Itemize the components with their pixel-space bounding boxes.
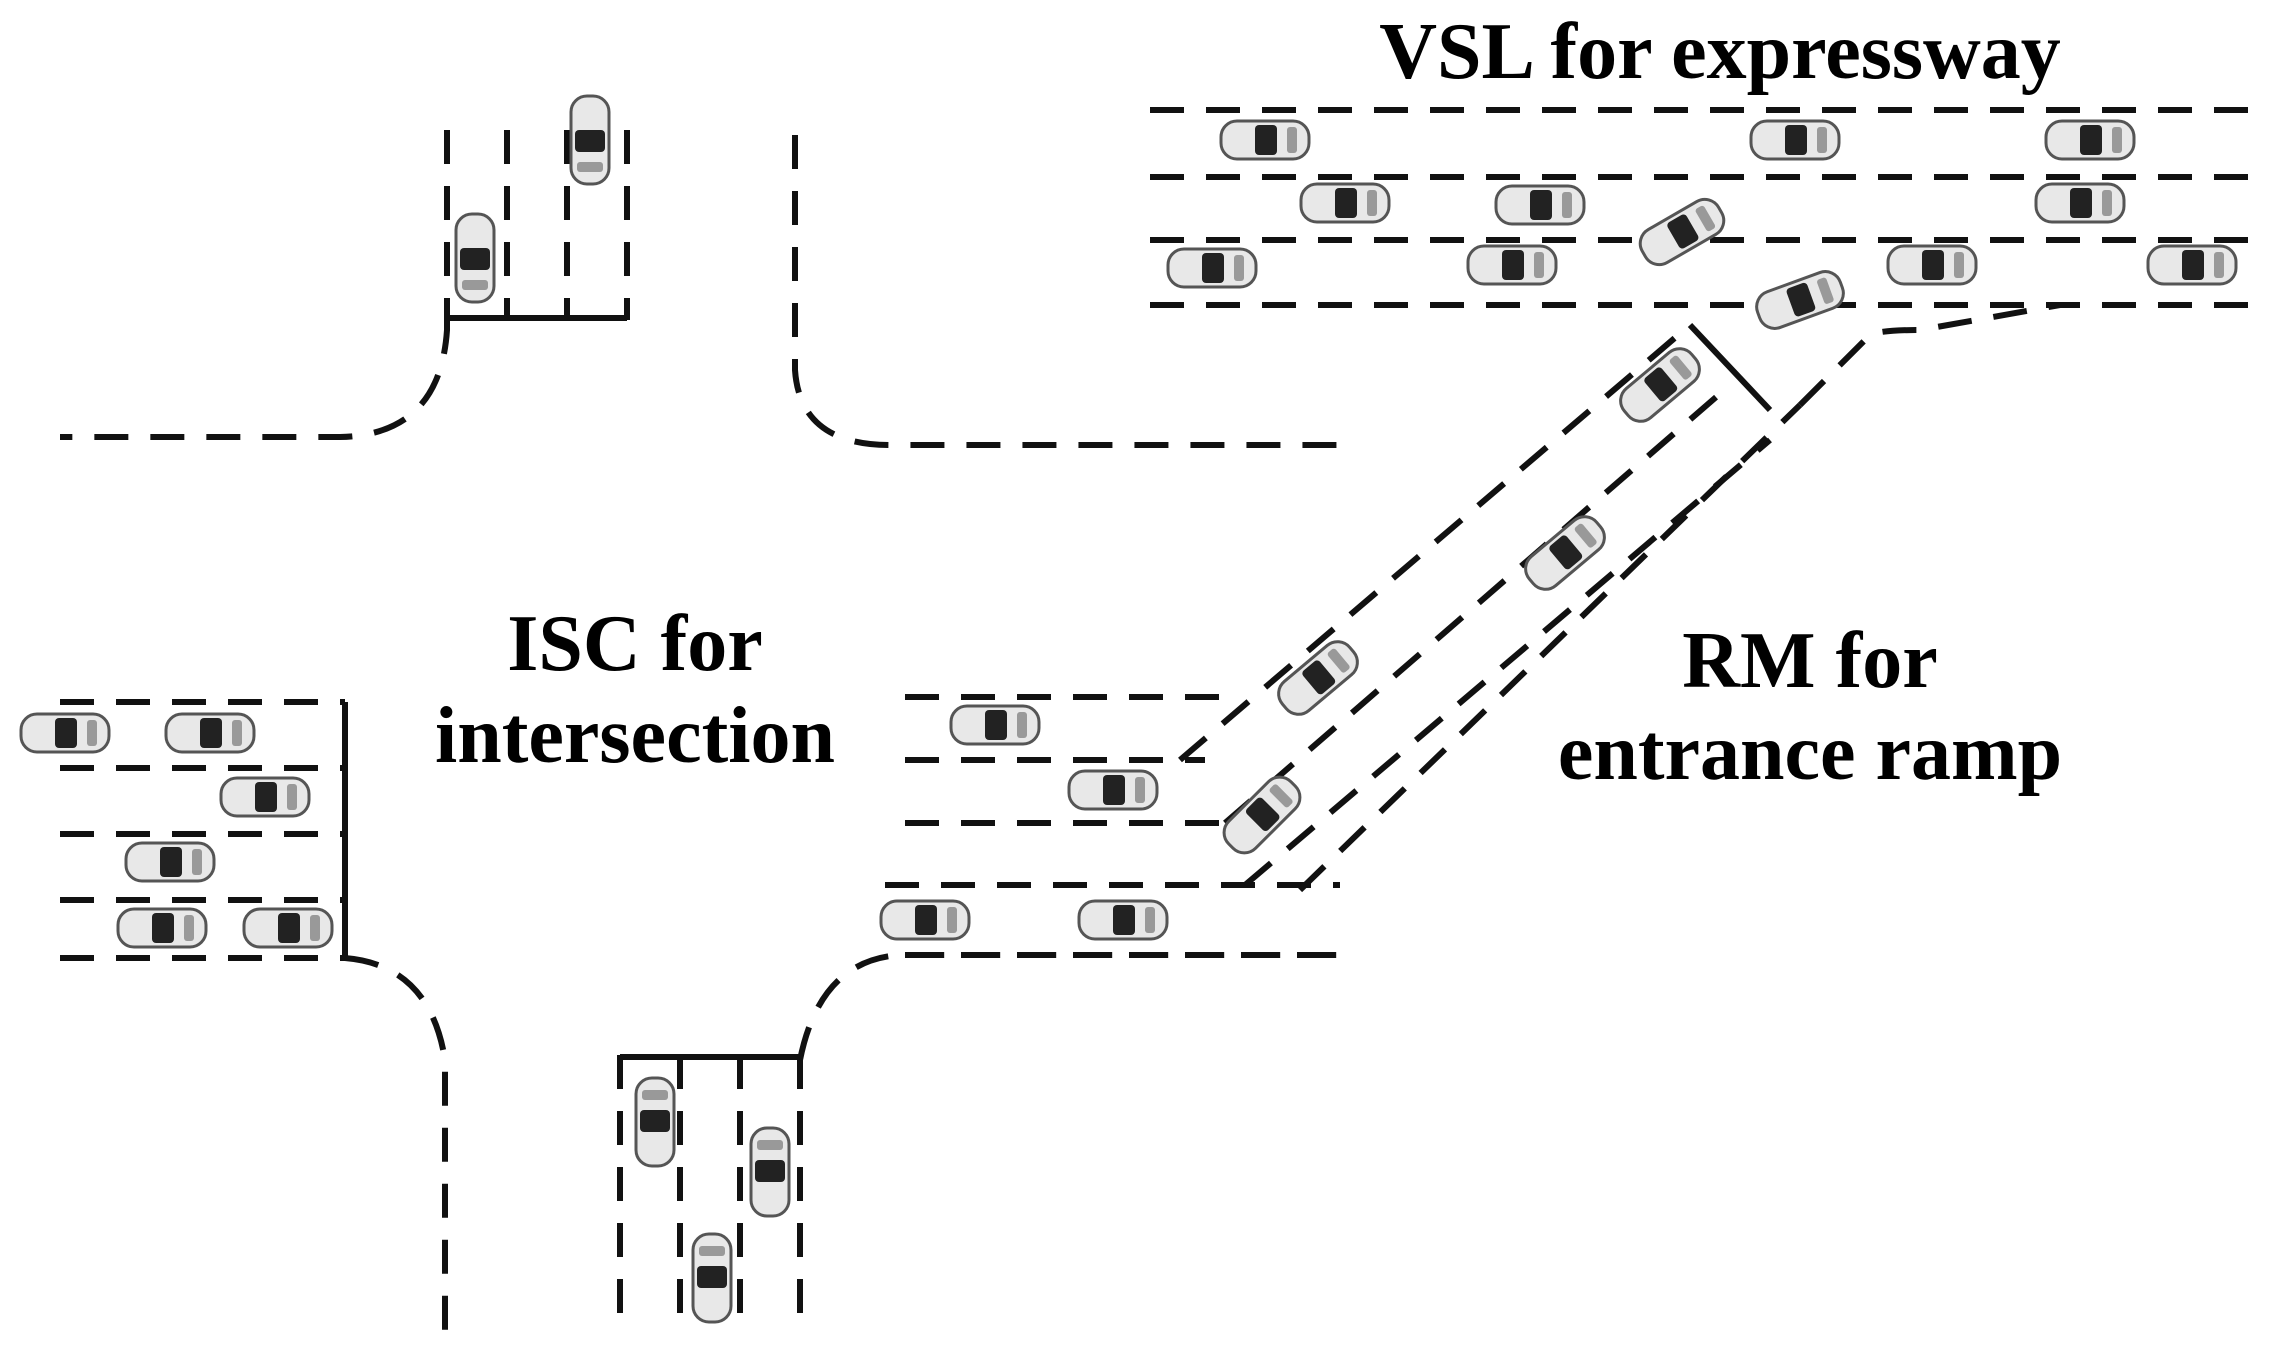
car-icon <box>691 1232 733 1324</box>
car-icon <box>1749 119 1841 161</box>
car-icon <box>116 907 208 949</box>
isc-label-line2: intersection <box>435 692 835 780</box>
expressway <box>1150 107 2255 308</box>
vsl-label-text: VSL for expressway <box>1379 8 2061 96</box>
car-icon <box>1886 244 1978 286</box>
rm-label: RM for entrance ramp <box>1510 615 2110 799</box>
car-icon <box>2146 244 2238 286</box>
car-icon <box>949 704 1041 746</box>
vsl-label: VSL for expressway <box>1340 6 2100 98</box>
car-icon <box>1270 633 1366 723</box>
car-icon <box>2034 182 2126 224</box>
car-icon <box>569 94 611 186</box>
car-icon <box>124 841 216 883</box>
car-icon <box>1077 899 1169 941</box>
car-icon <box>2044 119 2136 161</box>
isc-label: ISC for intersection <box>400 598 870 782</box>
east-road <box>885 694 1340 958</box>
car-icon <box>634 1076 676 1168</box>
entrance-ramp <box>1178 302 2061 893</box>
car-icon <box>1299 182 1391 224</box>
car-icon <box>1632 192 1732 272</box>
car-icon <box>1067 769 1159 811</box>
rm-label-line2: entrance ramp <box>1557 709 2063 797</box>
isc-label-line1: ISC for <box>507 600 763 688</box>
north-approach <box>60 130 1340 448</box>
car-icon <box>879 899 971 941</box>
car-icon <box>1219 119 1311 161</box>
west-approach <box>60 699 448 1330</box>
car-icon <box>242 907 334 949</box>
car-icon <box>1494 184 1586 226</box>
south-approach <box>617 952 1340 1330</box>
car-icon <box>164 712 256 754</box>
car-icon <box>1750 265 1850 335</box>
car-icon <box>219 776 311 818</box>
car-icon <box>19 712 111 754</box>
car-icon <box>1166 247 1258 289</box>
car-icon <box>1466 244 1558 286</box>
rm-label-line1: RM for <box>1682 617 1938 705</box>
car-icon <box>454 212 496 304</box>
car-icon <box>749 1126 791 1218</box>
